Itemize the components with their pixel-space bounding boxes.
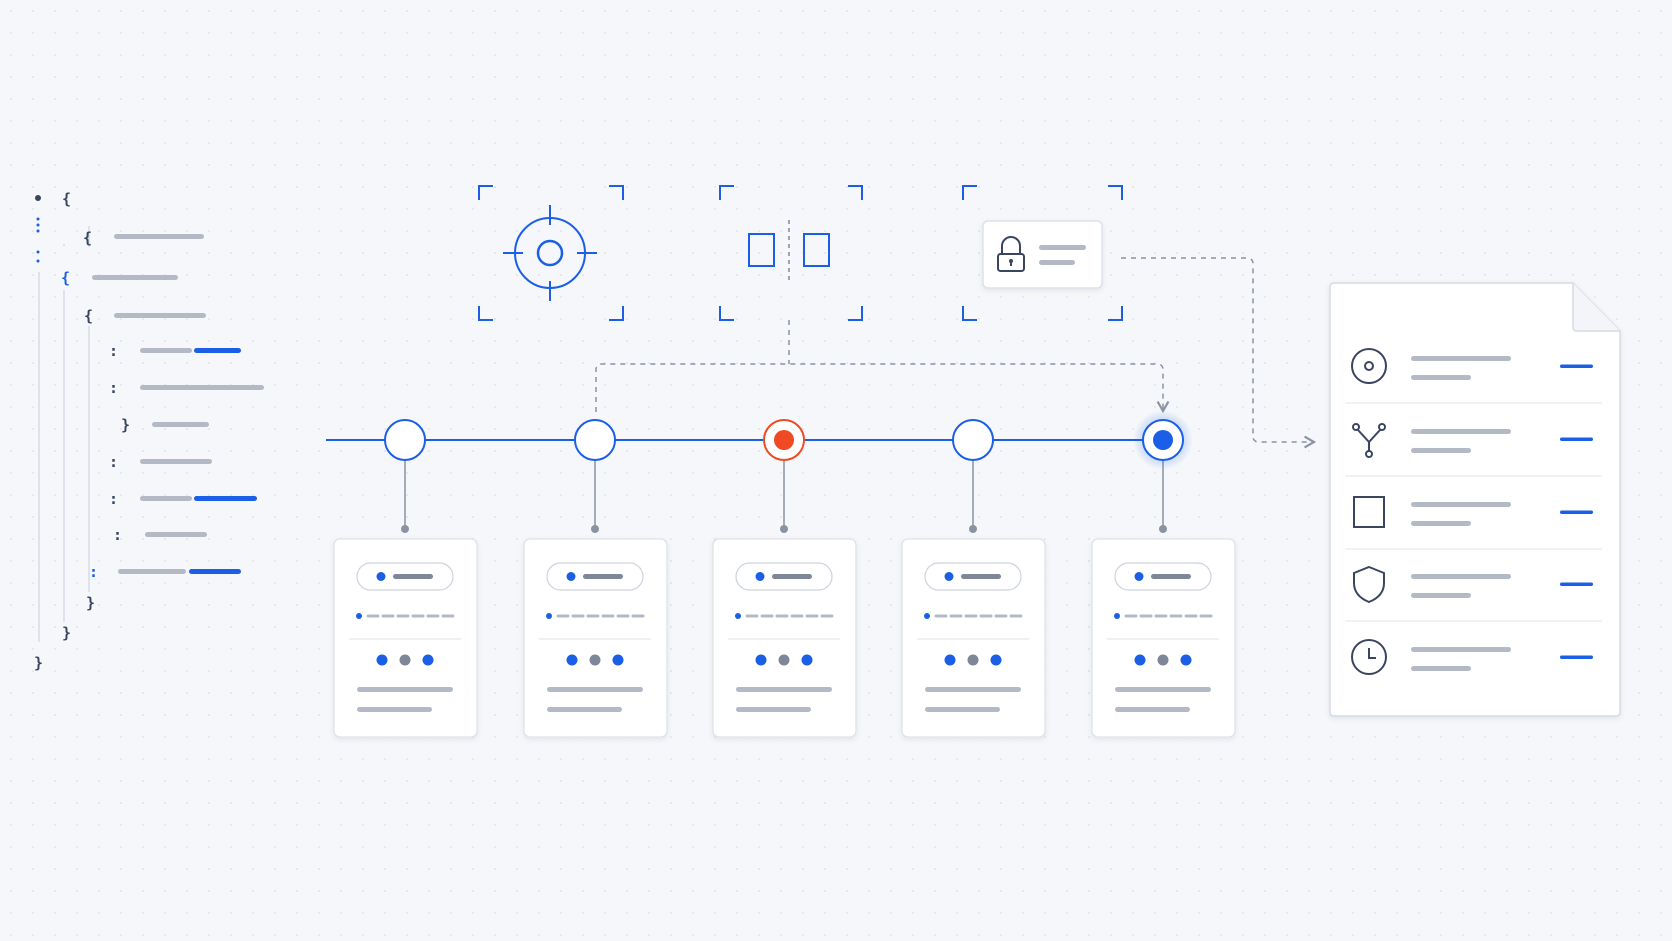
step-card[interactable] xyxy=(712,538,857,738)
row-accent-bar xyxy=(1560,582,1593,586)
document-row[interactable] xyxy=(1351,348,1593,384)
code-glyph: { xyxy=(83,229,92,247)
row-accent-bar xyxy=(1560,510,1593,514)
indicator-dot xyxy=(944,654,956,666)
timeline-node-default[interactable] xyxy=(574,419,616,461)
indicator-dot xyxy=(755,654,767,666)
code-glyph: : xyxy=(109,342,118,360)
lock-icon xyxy=(997,236,1025,272)
row-accent-bar xyxy=(1560,655,1593,659)
crosshair-icon xyxy=(503,205,597,301)
code-glyph: } xyxy=(86,594,95,612)
code-glyph: : xyxy=(89,563,98,581)
indicator-dot xyxy=(612,654,624,666)
lock-card xyxy=(982,220,1103,289)
step-card[interactable] xyxy=(523,538,668,738)
clock-icon xyxy=(1351,639,1387,675)
step-card[interactable] xyxy=(333,538,478,738)
code-tree: { { { { : : } : : : : } } } xyxy=(34,190,264,672)
code-glyph: { xyxy=(84,307,93,325)
row-accent-bar xyxy=(1560,437,1593,441)
stem-junction xyxy=(401,525,409,533)
code-glyph: : xyxy=(109,490,118,508)
document-row[interactable] xyxy=(1353,496,1593,528)
split-compare-icon xyxy=(748,220,830,280)
code-glyph: } xyxy=(121,416,130,434)
step-card[interactable] xyxy=(901,538,1046,738)
code-glyph: { xyxy=(61,269,70,287)
stem-junction xyxy=(780,525,788,533)
focus-frame-compare xyxy=(719,185,863,321)
indicator-dot xyxy=(801,654,813,666)
focus-frame-target xyxy=(478,185,624,321)
code-glyph: } xyxy=(34,654,43,672)
focus-frame-lock xyxy=(962,185,1123,321)
target-icon xyxy=(1351,348,1387,384)
indicator-dot xyxy=(778,654,790,666)
timeline-node-error[interactable] xyxy=(763,419,805,461)
code-glyph: { xyxy=(62,190,71,208)
timeline-nodes xyxy=(384,410,1193,470)
timeline-node-default[interactable] xyxy=(384,419,426,461)
stem-junction xyxy=(969,525,977,533)
indicator-dot xyxy=(1180,654,1192,666)
code-glyph: } xyxy=(62,624,71,642)
document-row[interactable] xyxy=(1352,423,1593,458)
timeline-node-default[interactable] xyxy=(952,419,994,461)
step-card[interactable] xyxy=(1091,538,1236,738)
document-row[interactable] xyxy=(1351,639,1593,675)
shield-icon xyxy=(1353,565,1385,604)
indicator-dot xyxy=(399,654,411,666)
indicator-dot xyxy=(566,654,578,666)
document-row[interactable] xyxy=(1353,565,1593,604)
step-cards xyxy=(333,538,1236,738)
code-glyph: : xyxy=(109,453,118,471)
branch-icon xyxy=(1352,423,1386,458)
indicator-dot xyxy=(1134,654,1146,666)
document-panel xyxy=(1329,282,1621,717)
code-glyph: : xyxy=(109,379,118,397)
indicator-dot xyxy=(376,654,388,666)
timeline-stems xyxy=(401,460,1167,533)
timeline-node-active[interactable] xyxy=(1133,410,1193,470)
indicator-dot xyxy=(1157,654,1169,666)
indicator-dot xyxy=(422,654,434,666)
dashed-connectors xyxy=(595,257,1317,449)
stem-junction xyxy=(1159,525,1167,533)
row-accent-bar xyxy=(1560,364,1593,368)
indicator-dot xyxy=(589,654,601,666)
stem-junction xyxy=(591,525,599,533)
indicator-dot xyxy=(967,654,979,666)
code-glyph: : xyxy=(113,526,122,544)
indicator-dot xyxy=(990,654,1002,666)
square-icon xyxy=(1353,496,1385,528)
